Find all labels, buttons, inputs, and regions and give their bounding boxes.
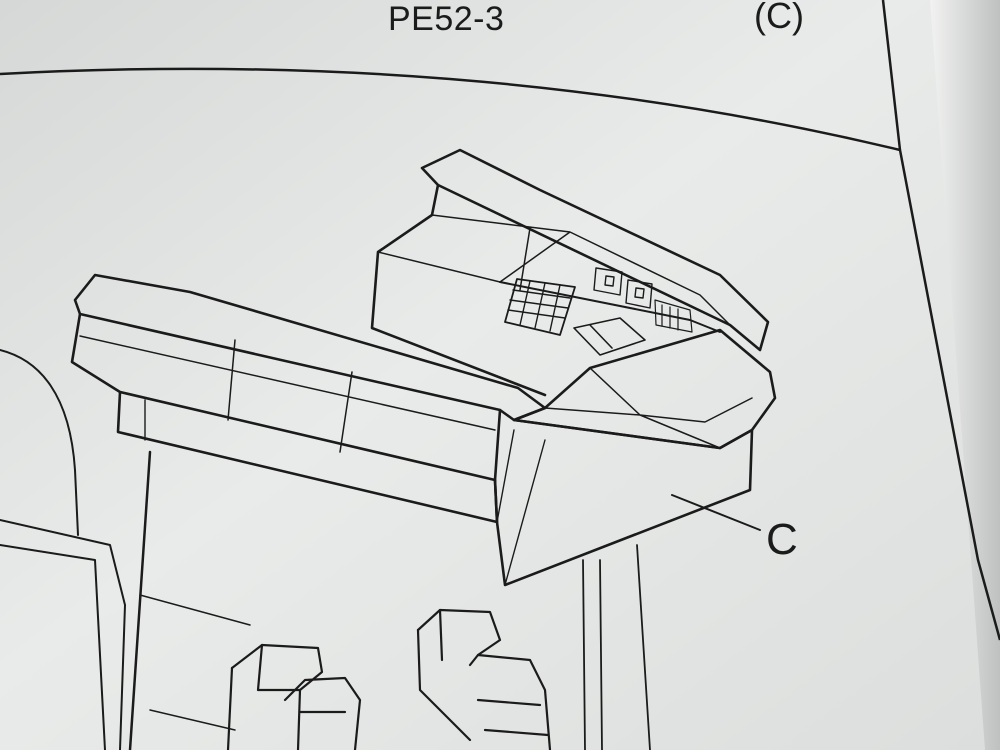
screen-panel bbox=[573, 317, 646, 356]
console-top-cap-edge bbox=[79, 313, 501, 411]
support-leg-left bbox=[128, 450, 152, 750]
part-reference: (C) bbox=[754, 0, 804, 36]
part-callout-label: C bbox=[766, 515, 798, 564]
panel-frame-line bbox=[0, 67, 901, 152]
cockpit-outline-left bbox=[0, 349, 79, 536]
seat-right bbox=[416, 608, 552, 750]
next-page-edge bbox=[930, 0, 1000, 750]
corner-block-top bbox=[512, 328, 777, 450]
corner-block-edges bbox=[544, 367, 753, 449]
callout-leader-line bbox=[671, 494, 761, 531]
cockpit-frame-left bbox=[0, 519, 126, 750]
page-border-right bbox=[881, 0, 1000, 641]
seat-left bbox=[226, 643, 362, 750]
rear-console-shelf bbox=[499, 281, 721, 333]
switch-row bbox=[654, 299, 693, 333]
gauge-panel bbox=[593, 267, 653, 309]
sheet-code: PE52-3 bbox=[388, 0, 505, 38]
rear-console-top-edge bbox=[437, 184, 731, 326]
console-panel-seams bbox=[79, 335, 496, 453]
keypad-cluster bbox=[504, 278, 576, 336]
support-leg-right bbox=[582, 544, 651, 750]
floor-line bbox=[139, 594, 251, 731]
corner-block-lower-edge bbox=[496, 429, 546, 586]
